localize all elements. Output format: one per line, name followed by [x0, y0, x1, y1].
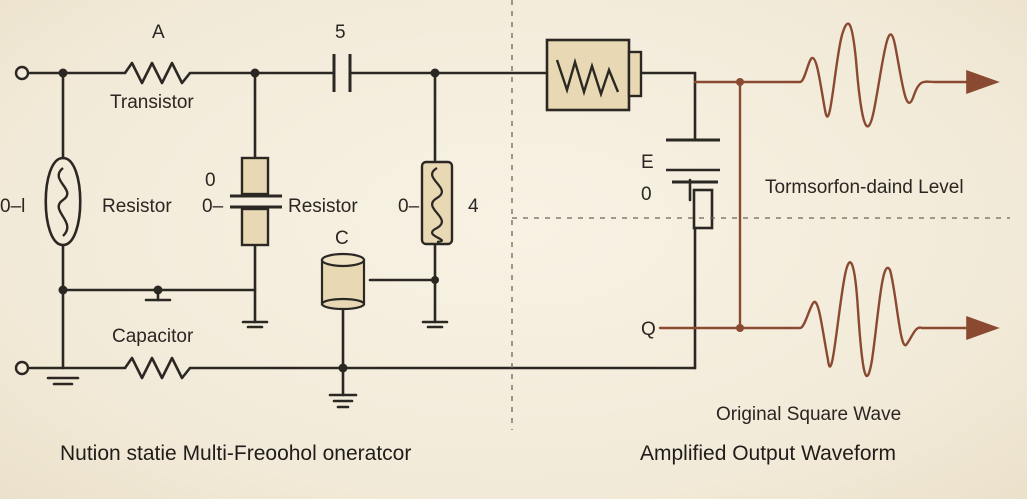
- e-label: E: [641, 152, 654, 173]
- right-inductor-dash: 0–: [398, 196, 420, 217]
- inductor-right: [420, 160, 454, 246]
- waveform-module: [545, 38, 643, 112]
- mid-zero-dash: 0–: [202, 196, 224, 217]
- circuit-wires: [28, 71, 697, 409]
- resistor-left-label: Resistor: [102, 196, 172, 217]
- q-label: Q: [641, 319, 656, 340]
- right-caption: Amplified Output Waveform: [640, 442, 896, 465]
- terminal-top-left: [14, 65, 30, 81]
- capacitor-bottom-label: Capacitor: [112, 326, 194, 347]
- right-inductor-number: 4: [468, 196, 479, 217]
- left-inductor-mark: 0–l: [0, 196, 25, 217]
- output-wires: [658, 80, 792, 330]
- left-caption: Nution statie Multi-Freoohol oneratcor: [60, 442, 411, 465]
- cap-c-label: C: [335, 228, 349, 249]
- inductor-left: [44, 156, 82, 247]
- lower-waveform: [790, 261, 1000, 377]
- upper-waveform: [790, 22, 1000, 128]
- zero-label: 0: [641, 184, 652, 205]
- capacitor-top: [332, 54, 352, 92]
- transistor-label: Transistor: [110, 92, 194, 113]
- resistor-top: [123, 61, 192, 85]
- upper-wave-label: Tormsorfon-daind Level: [765, 177, 964, 198]
- mid-zero-top: 0: [205, 170, 216, 191]
- plate-element: [666, 138, 720, 230]
- capacitor-c: [320, 252, 366, 311]
- terminal-bottom-left: [14, 360, 30, 376]
- capacitor-top-number: 5: [335, 22, 346, 43]
- capacitor-mid: [230, 156, 282, 247]
- resistor-bottom: [123, 356, 192, 380]
- resistor-mid-label: Resistor: [288, 196, 358, 217]
- resistor-top-letter: A: [152, 22, 165, 43]
- junction-dots: [58, 68, 440, 373]
- lower-wave-label: Original Square Wave: [716, 404, 901, 425]
